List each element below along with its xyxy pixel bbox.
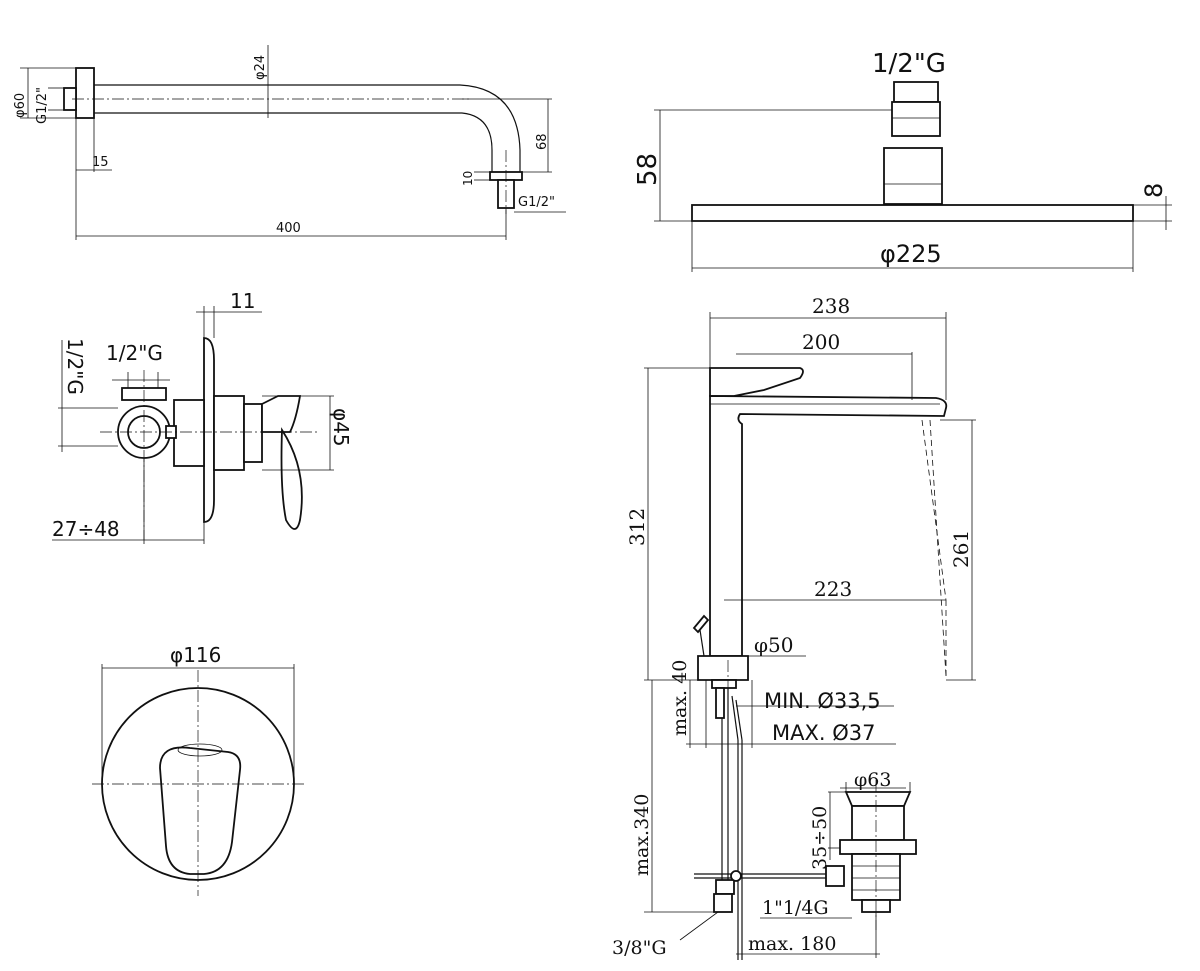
tap-max-reach-rod: max. 180 [748, 933, 836, 955]
mixer-wall-plate [203, 337, 215, 523]
shower-head-view: 1/2"G 58 8 φ225 [633, 49, 1172, 272]
tap-supply-hose-end [713, 893, 733, 913]
tap-supply-hose-nut [715, 879, 735, 895]
mixer-body [173, 399, 205, 467]
mixer-cap [243, 403, 263, 463]
shower-arm-view: φ24 φ60 G1/2" 15 68 10 G1/2" 400 [13, 45, 566, 240]
mixer-thread-top: 1/2"G [106, 341, 163, 365]
mixer-front-dia: φ116 [170, 643, 221, 667]
waste-dia: φ63 [854, 769, 891, 791]
mixer-handle-lever [280, 427, 303, 530]
head-height: 58 [633, 153, 663, 186]
tap-handle [709, 367, 804, 397]
mixer-front-lever [159, 746, 242, 875]
mixer-handle-top [261, 395, 302, 433]
mixer-cartridge [213, 395, 245, 471]
mixer-depth-range: 27÷48 [52, 517, 120, 541]
tap-hole-max: MAX. Ø37 [772, 721, 875, 745]
tap-max-below: max.340 [631, 794, 653, 876]
mixer-thread-side: 1/2"G [63, 338, 87, 395]
arm-dia-flange: φ60 [13, 93, 28, 118]
waste-cap [844, 791, 912, 807]
mixer-front-view: φ116 [92, 643, 304, 896]
waste-body-top [851, 805, 905, 841]
tap-spout-height: 261 [949, 530, 973, 568]
waste-thread: 1"1/4G [762, 897, 829, 919]
mixer-side-view: 11 1/2"G 1/2"G φ45 27÷48 [52, 289, 353, 544]
head-connector [891, 101, 941, 137]
head-plate [691, 204, 1134, 222]
arm-length: 400 [276, 221, 301, 236]
basin-tap-view: 238 200 312 261 223 φ50 MIN. Ø33,5 MAX. … [612, 294, 976, 960]
head-thickness: 8 [1140, 183, 1168, 198]
arm-outlet-len: 10 [461, 171, 475, 186]
tap-base [697, 655, 749, 681]
tap-base-dia: φ50 [754, 633, 793, 657]
head-thread-label: 1/2"G [872, 49, 946, 79]
tap-height: 312 [625, 508, 649, 546]
tap-width-spout: 200 [802, 330, 840, 354]
head-thread [893, 81, 939, 103]
tap-supply-thread: 3/8"G [612, 937, 667, 959]
head-diameter: φ225 [880, 240, 942, 268]
tap-rod-clip [730, 870, 742, 882]
tap-hole-min: MIN. Ø33,5 [764, 689, 881, 713]
head-swivel [883, 147, 943, 205]
arm-dia-tube: φ24 [253, 55, 268, 80]
waste-flange [839, 839, 917, 855]
tap-max-thickness: max. 40 [669, 660, 691, 736]
arm-thread-left: G1/2" [35, 87, 50, 124]
arm-thread-right: G1/2" [518, 195, 555, 210]
tap-width-total: 238 [812, 294, 850, 318]
tap-pop-up-lever [692, 614, 710, 634]
tap-reach: 223 [814, 577, 852, 601]
arm-wall-flange [75, 67, 95, 119]
mixer-dia: φ45 [329, 408, 353, 447]
arm-drop: 68 [535, 133, 550, 150]
arm-flange-depth: 15 [92, 155, 109, 170]
mixer-plate-dim: 11 [230, 289, 255, 313]
waste-range: 35÷50 [809, 806, 831, 870]
tap-body [709, 395, 948, 657]
